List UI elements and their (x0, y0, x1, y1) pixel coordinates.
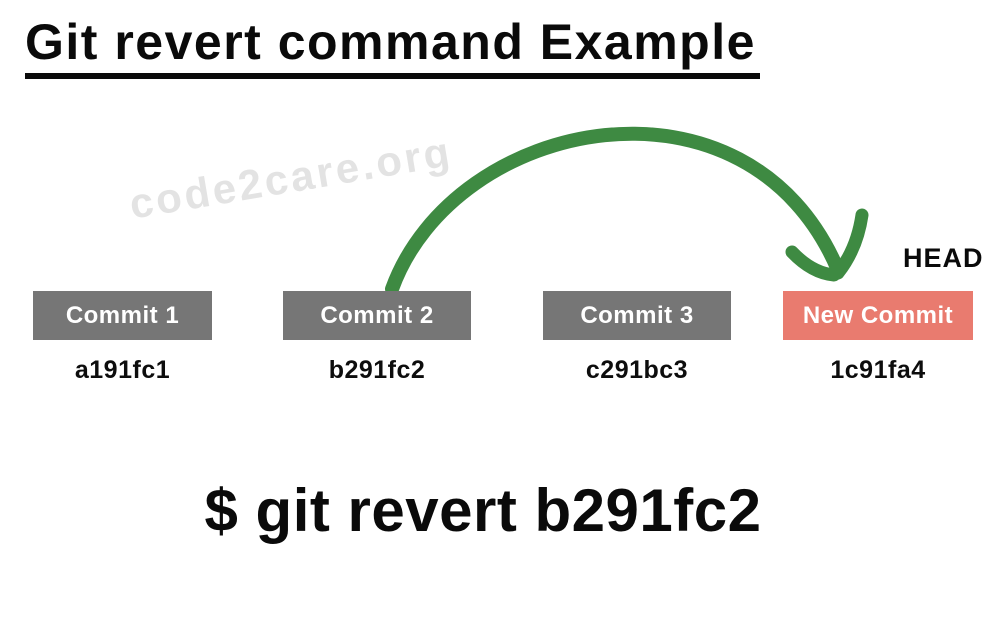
commit-hash: c291bc3 (585, 356, 689, 384)
commit-hash: a191fc1 (74, 356, 171, 384)
commit-node-1: Commit 1 a191fc1 (33, 291, 212, 385)
commit-hash: b291fc2 (328, 356, 426, 384)
commit-hash: 1c91fa4 (830, 356, 926, 384)
commit-label: Commit 3 (580, 302, 694, 329)
terminal-command: $ git revert b291fc2 (204, 477, 762, 544)
head-label: HEAD (903, 243, 984, 273)
arrow-curve (385, 126, 845, 296)
arrow-head-right-barb (831, 208, 869, 280)
commit-node-3: Commit 3 c291bc3 (543, 291, 731, 385)
commit-node-new: New Commit 1c91fa4 (783, 291, 973, 385)
commit-box: Commit 2 (283, 291, 471, 340)
commit-label: New Commit (802, 302, 954, 329)
page-title: Git revert command Example (25, 12, 760, 79)
commit-label: Commit 2 (320, 302, 434, 329)
new-commit-box: New Commit (783, 291, 973, 340)
watermark: code2care.org (126, 127, 456, 228)
commit-box: Commit 3 (543, 291, 731, 340)
commit-node-2: Commit 2 b291fc2 (283, 291, 471, 385)
arrow-head-left-barb (785, 245, 841, 282)
commit-box: Commit 1 (33, 291, 212, 340)
commit-label: Commit 1 (65, 302, 180, 329)
